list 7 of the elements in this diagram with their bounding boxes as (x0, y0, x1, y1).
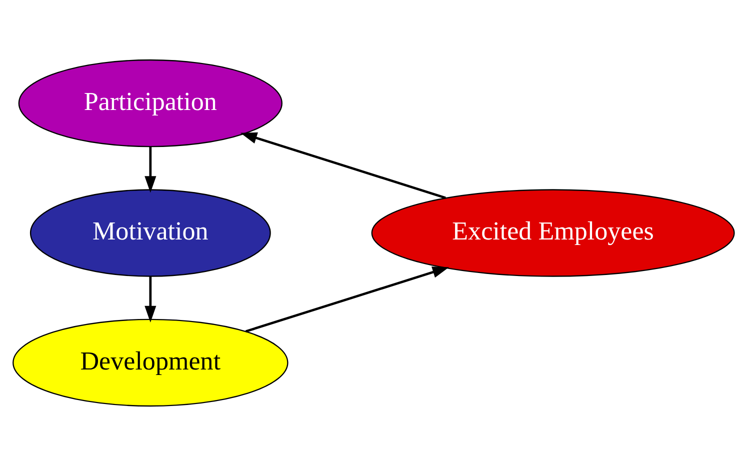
arrow (144, 276, 156, 322)
arrow (240, 132, 446, 198)
arrow (144, 146, 156, 192)
node-ellipse: Motivation (30, 188, 271, 276)
arrow (245, 266, 450, 332)
node-ellipse: Participation (18, 58, 282, 147)
node-ellipse: Development (12, 318, 288, 406)
